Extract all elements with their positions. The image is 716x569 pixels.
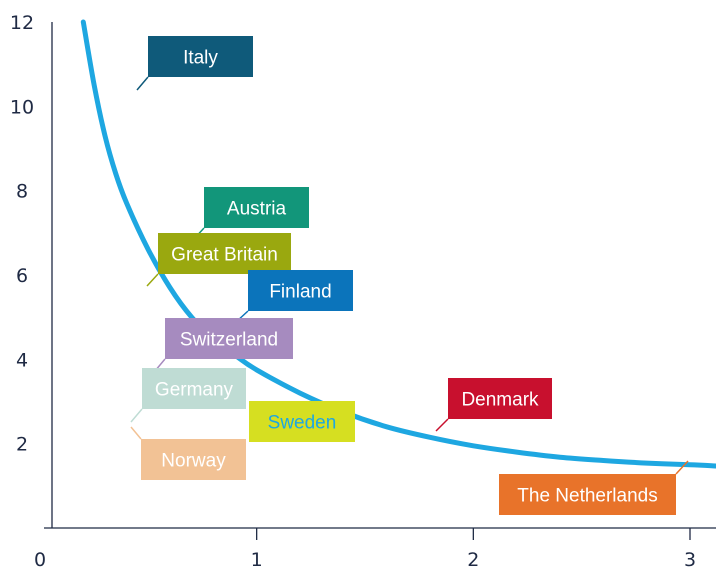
point-label: Switzerland: [180, 330, 278, 351]
x-tick-label: 1: [251, 549, 263, 569]
x-tick-label: 3: [684, 549, 696, 569]
label-box: [448, 378, 552, 419]
leader-line: [146, 273, 159, 287]
y-ticks: 2 4 6 8 10 12: [10, 12, 34, 456]
label-box: [142, 368, 246, 409]
y-tick-label: 6: [16, 265, 28, 287]
point-germany: Germany: [130, 368, 246, 423]
point-switzerland: Switzerland: [154, 318, 293, 372]
y-tick-label: 4: [16, 349, 28, 371]
point-label: Denmark: [461, 390, 539, 411]
label-box: [248, 270, 353, 311]
label-box: [141, 439, 246, 480]
point-label: The Netherlands: [517, 486, 657, 507]
point-label: Great Britain: [171, 245, 278, 266]
label-box: [499, 474, 676, 515]
point-norway: Norway: [130, 426, 246, 480]
trend-curve: [80, 19, 716, 469]
point-denmark: Denmark: [435, 378, 552, 432]
point-label: Sweden: [268, 413, 337, 434]
point-label: Finland: [269, 282, 331, 303]
label-box: [165, 318, 293, 359]
point-label: Italy: [183, 48, 218, 69]
leader-line: [130, 408, 143, 423]
leader-line: [130, 426, 142, 440]
y-tick-label: 2: [16, 434, 28, 456]
y-tick-label: 8: [16, 181, 28, 203]
point-label: Norway: [161, 451, 226, 472]
y-tick-label: 10: [10, 96, 34, 118]
point-austria: Austria: [192, 187, 309, 241]
label-box: [148, 36, 253, 77]
point-label: Germany: [155, 380, 234, 401]
x-ticks: 0 1 2 3: [34, 528, 696, 569]
y-tick-label: 12: [10, 12, 34, 34]
leader-line: [675, 460, 689, 475]
point-italy: Italy: [136, 36, 253, 91]
label-box: [249, 401, 355, 442]
point-sweden: Sweden: [249, 401, 355, 442]
point-great-britain: Great Britain: [146, 233, 291, 287]
label-box: [158, 233, 291, 274]
label-box: [204, 187, 309, 228]
leader-line: [136, 76, 149, 91]
leader-line: [435, 418, 449, 432]
point-the-netherlands: The Netherlands: [499, 460, 689, 515]
point-finland: Finland: [235, 270, 353, 323]
x-tick-label: 0: [34, 549, 46, 569]
axes: [44, 22, 716, 529]
point-label: Austria: [227, 199, 287, 220]
x-tick-label: 2: [467, 549, 479, 569]
